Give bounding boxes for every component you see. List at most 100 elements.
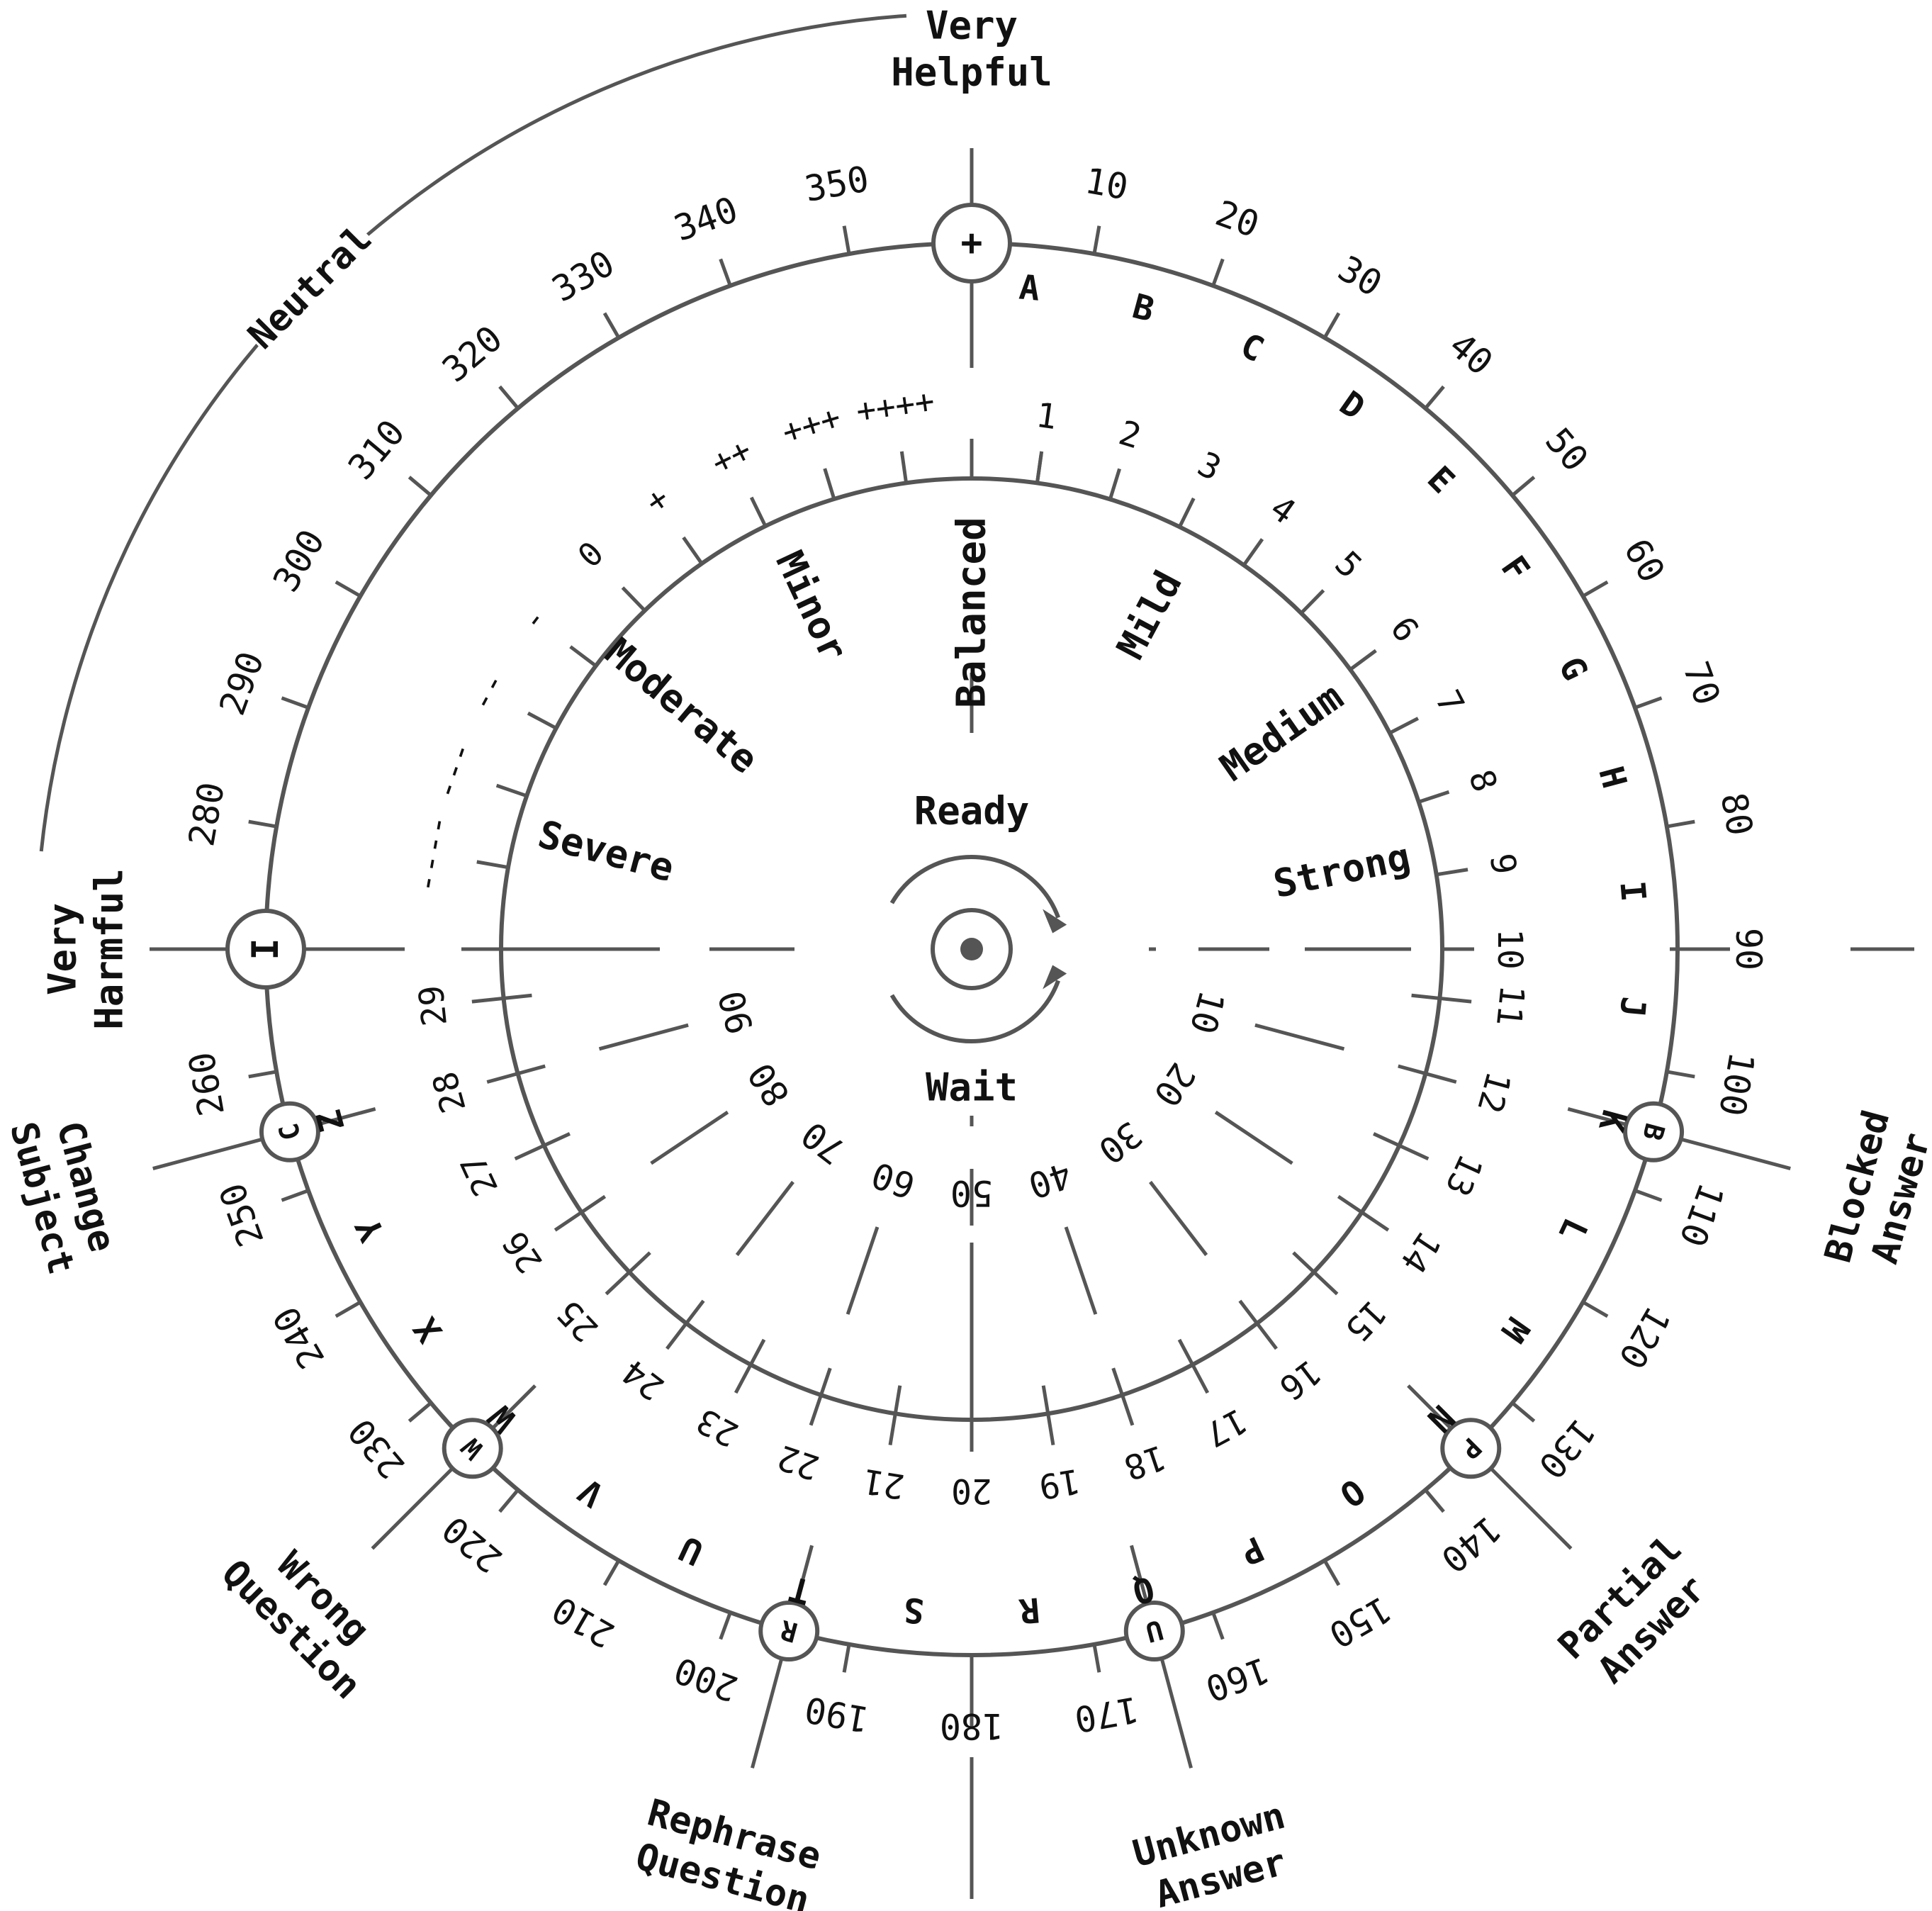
degree-tick-130 [1511, 1401, 1536, 1423]
letter-r: R [1018, 1589, 1042, 1630]
bottom-scale-label-19: 19 [1036, 1461, 1083, 1507]
degree-label-310: 310 [340, 412, 412, 487]
marker-w-circle [442, 1418, 503, 1479]
letter-z: Z [309, 1106, 353, 1136]
bottom-scale-label-12: 12 [1469, 1067, 1518, 1118]
bottom-scale-label-25: 25 [549, 1292, 606, 1349]
degree-tick-310 [408, 476, 432, 497]
degree-tick-30 [1322, 312, 1341, 339]
right-scale-label-7: 7 [1427, 684, 1472, 720]
wait-arrow-head [1043, 965, 1067, 990]
degree-label-110: 110 [1671, 1178, 1731, 1252]
degree-tick-20 [1211, 258, 1225, 286]
right-zone-medium: Medium [1212, 674, 1351, 790]
marker-u-inner-line [1130, 1545, 1149, 1603]
bottom-scale-label-23: 23 [690, 1400, 745, 1455]
left-scale-label-3: + [638, 478, 676, 521]
letter-g: G [1551, 651, 1595, 686]
degree-label-280: 280 [181, 779, 232, 849]
letter-u: U [673, 1528, 709, 1573]
right-zone-strong: Strong [1269, 834, 1414, 907]
bottom-scale-tick-22 [809, 1367, 832, 1426]
letter-y: Y [348, 1212, 393, 1248]
neutral-arc [39, 13, 907, 852]
wait-label: Wait [926, 1065, 1018, 1110]
right-scale-tick-4 [1242, 538, 1264, 566]
degree-label-60: 60 [1616, 532, 1673, 589]
left-scale-label-2: ++ [705, 430, 757, 482]
bottom-scale-tick-21 [888, 1385, 902, 1446]
left-zone-minor: Minor [767, 544, 856, 668]
bottom-scale-label-26: 26 [495, 1224, 551, 1280]
letter-b: B [1128, 286, 1158, 330]
dial-marks [152, 203, 1791, 1769]
degree-label-120: 120 [1610, 1299, 1678, 1375]
bottom-scale-tick-24 [665, 1299, 705, 1350]
degree-label-200: 200 [669, 1649, 743, 1709]
bottom-scale-label-28: 28 [425, 1067, 474, 1118]
letter-f: F [1493, 549, 1537, 588]
decade-tick-90 [598, 1023, 689, 1051]
bottom-scale-label-20: 20 [951, 1471, 992, 1511]
letter-v: V [571, 1471, 611, 1515]
left-scale-tick-1 [823, 468, 836, 500]
bottom-scale-label-24: 24 [615, 1352, 672, 1408]
degree-label-70: 70 [1675, 656, 1728, 710]
letter-q: Q [1128, 1568, 1158, 1612]
letter-k: K [1590, 1106, 1634, 1136]
bottom-scale-tick-15 [1292, 1251, 1339, 1296]
bottom-scale-tick-19 [1041, 1385, 1055, 1446]
left-scale-tick-6 [527, 711, 557, 730]
bottom-scale-label-27: 27 [453, 1148, 506, 1202]
bottom-scale-tick-14 [1337, 1194, 1390, 1232]
pole-top-title-line2: Helpful [891, 50, 1052, 95]
degree-label-40: 40 [1442, 325, 1500, 383]
decade-label-40: 40 [1023, 1154, 1077, 1206]
degree-tick-350 [842, 225, 851, 254]
decade-label-30: 30 [1091, 1114, 1150, 1172]
pole-left-title-line1: Very [40, 903, 85, 995]
left-scale-label-5: - [512, 600, 555, 639]
marker-c-inner-line [318, 1107, 376, 1126]
bottom-scale-label-16: 16 [1271, 1352, 1328, 1408]
degree-label-290: 290 [211, 646, 271, 721]
letter-j: J [1612, 995, 1653, 1019]
marker-r-inner-line [794, 1545, 814, 1603]
left-scale-tick-2 [749, 496, 768, 527]
decade-tick-40 [1064, 1226, 1098, 1315]
letter-p: P [1235, 1528, 1270, 1573]
letter-c: C [1235, 325, 1270, 370]
letter-h: H [1590, 763, 1634, 792]
degree-label-190: 190 [802, 1688, 872, 1740]
right-scale-label-3: 3 [1191, 444, 1228, 489]
marker-p-outer-line [1490, 1468, 1573, 1550]
right-scale-tick-9 [1436, 868, 1468, 877]
degree-tick-250 [281, 1189, 309, 1202]
degree-label-250: 250 [211, 1178, 271, 1252]
degree-tick-150 [1322, 1559, 1341, 1586]
pole-top-title-line1: Very [926, 4, 1018, 48]
degree-label-50: 50 [1537, 420, 1596, 479]
degree-label-260: 260 [181, 1049, 232, 1119]
letter-o: O [1332, 1471, 1372, 1515]
letter-m: M [1493, 1310, 1537, 1350]
decade-tick-60 [846, 1226, 880, 1315]
bottom-scale-tick-27 [514, 1132, 571, 1161]
ready-arrow-arc [889, 855, 1060, 919]
marker-u-circle [1123, 1601, 1185, 1662]
degree-label-140: 140 [1433, 1508, 1508, 1580]
degree-tick-40 [1424, 385, 1445, 410]
right-scale-tick-1 [1035, 451, 1044, 483]
bottom-scale-label-29: 29 [411, 983, 455, 1028]
marker-b-outer-line [1681, 1138, 1791, 1170]
decade-label-60: 60 [867, 1154, 921, 1206]
degree-tick-220 [498, 1489, 519, 1513]
marker-b-inner-line [1567, 1107, 1626, 1126]
degree-label-230: 230 [340, 1411, 412, 1486]
left-scale-label-4: 0 [571, 534, 611, 575]
bottom-scale-label-13: 13 [1437, 1148, 1490, 1202]
degree-tick-70 [1634, 696, 1663, 710]
degree-label-130: 130 [1530, 1411, 1602, 1486]
marker-c-outer-line [152, 1138, 262, 1170]
left-scale-tick-7 [495, 783, 527, 798]
